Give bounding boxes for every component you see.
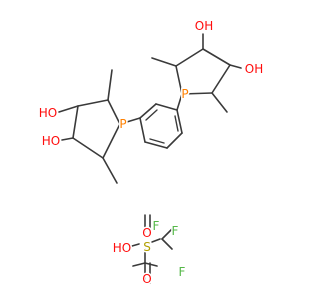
fluorine-label: F (172, 224, 179, 238)
phosphorus-label: P (119, 117, 126, 131)
hydroxyl-label: OH (245, 62, 263, 76)
hydroxyl-label: HO (113, 241, 131, 255)
hydroxyl-label: HO (42, 134, 60, 148)
oxygen-label: O (142, 226, 151, 240)
fluorine-label: F (179, 265, 186, 279)
hydroxyl-label: OH (195, 19, 213, 33)
oxygen-label: O (142, 272, 151, 286)
sulfur-label: S (143, 240, 151, 254)
fluorine-label: F (153, 219, 160, 233)
phosphorus-label: P (181, 87, 188, 101)
hydroxyl-label: HO (39, 106, 57, 120)
bond-lines (58, 33, 242, 284)
